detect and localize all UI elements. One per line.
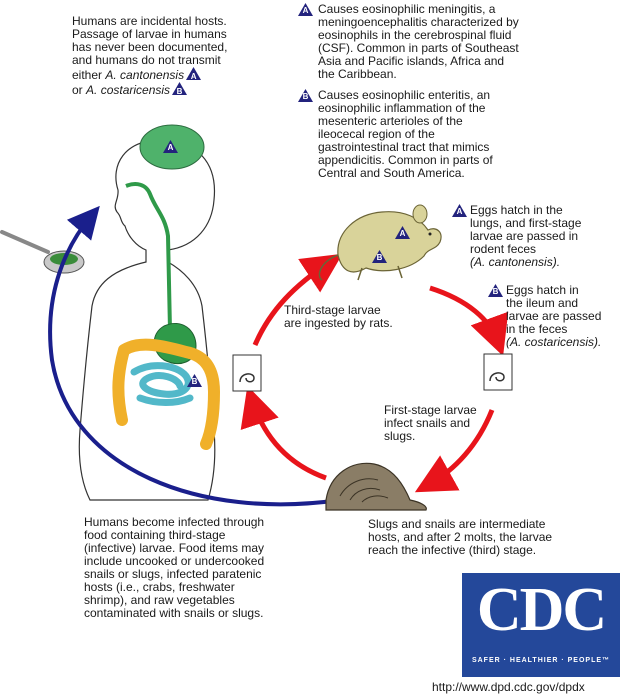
intestine-b-letter: B: [191, 377, 198, 386]
rat-b-letter: B: [376, 253, 383, 262]
snail-figure: [325, 462, 427, 511]
esophagus-shape: [125, 182, 172, 331]
cycle-arrow-to-larvae: [240, 385, 327, 481]
cdc-logo-word: CDC: [476, 576, 607, 644]
cycle-arrow-to-rat: [252, 253, 343, 346]
rat-a-marker: A: [395, 226, 410, 239]
small-intestine-shape: [130, 362, 194, 406]
larvae-box-left: [232, 354, 262, 392]
rat-b-note-species: (A. costaricensis).: [506, 335, 602, 349]
humans-note-line2: Passage of larvae in humans: [72, 27, 227, 41]
source-url[interactable]: http://www.dpd.cdc.gov/dpdx: [432, 680, 585, 694]
cycle-arrow-to-snail: [414, 409, 495, 493]
rat-figure: [318, 204, 442, 281]
cdc-logo-tagline: SAFER · HEALTHIER · PEOPLE™: [471, 657, 611, 664]
rat-a-letter: A: [399, 229, 406, 238]
humans-note-line6-prefix: or: [72, 83, 87, 97]
rat-a-note-text: Eggs hatch in the lungs, and first-stage…: [470, 203, 582, 256]
rat-a-note-letter: A: [456, 207, 463, 216]
rat-b-marker: B: [372, 250, 387, 263]
humans-note-a-marker: A: [186, 67, 202, 81]
infection-arrow: [48, 205, 341, 507]
rat-a-note-species: (A. cantonensis).: [470, 255, 561, 269]
larvae-box-right: [483, 353, 513, 391]
humans-note-species-a: A. cantonensis: [105, 68, 185, 82]
first-stage-note: First-stage larvae infect snails and slu…: [384, 403, 477, 443]
humans-note-line3: has never been documented,: [72, 40, 228, 54]
cdc-logo: CDC SAFER · HEALTHIER · PEOPLE™: [462, 573, 620, 677]
brain-a-letter: A: [167, 143, 174, 152]
note-a-letter: A: [302, 6, 309, 15]
note-a-meningitis: Causes eosinophilic meningitis, a mening…: [318, 2, 519, 81]
humans-note-a-letter: A: [190, 72, 197, 81]
rat-b-note-letter: B: [492, 287, 499, 296]
humans-note-line1: Humans are incidental hosts.: [72, 14, 227, 28]
intermediate-hosts-note: Slugs and snails are intermediate hosts,…: [368, 517, 553, 557]
humans-note-b-marker: B: [172, 82, 188, 96]
humans-note-b-letter: B: [176, 87, 183, 96]
note-b-letter: B: [302, 92, 309, 101]
note-b-enteritis: Causes eosinophilic enteritis, an eosino…: [318, 88, 493, 180]
rat-a-note-marker: A: [452, 204, 467, 217]
cycle-arrow-to-feces: [429, 285, 509, 357]
note-a-marker: A: [298, 3, 313, 16]
humans-incidental-note: Humans are incidental hosts. Passage of …: [72, 15, 262, 97]
humans-note-line5-prefix: either: [72, 68, 106, 82]
human-figure: [78, 124, 221, 501]
humans-note-line4: and humans do not transmit: [72, 53, 221, 67]
third-stage-note: Third-stage larvae are ingested by rats.: [284, 303, 393, 330]
rat-a-note: Eggs hatch in the lungs, and first-stage…: [470, 204, 620, 269]
human-infection-note: Humans become infected through food cont…: [84, 515, 265, 620]
spoon-with-food: [0, 230, 85, 274]
note-b-marker: B: [298, 89, 313, 102]
rat-b-note: Eggs hatch in the ileum and larvae are p…: [506, 284, 624, 349]
rat-b-note-marker: B: [488, 284, 503, 297]
colon-shape: [112, 338, 221, 450]
intestine-b-marker: B: [187, 374, 202, 387]
humans-note-species-b: A. costaricensis: [86, 83, 171, 97]
rat-b-note-text: Eggs hatch in the ileum and larvae are p…: [506, 283, 602, 336]
brain-a-marker: A: [163, 140, 178, 153]
